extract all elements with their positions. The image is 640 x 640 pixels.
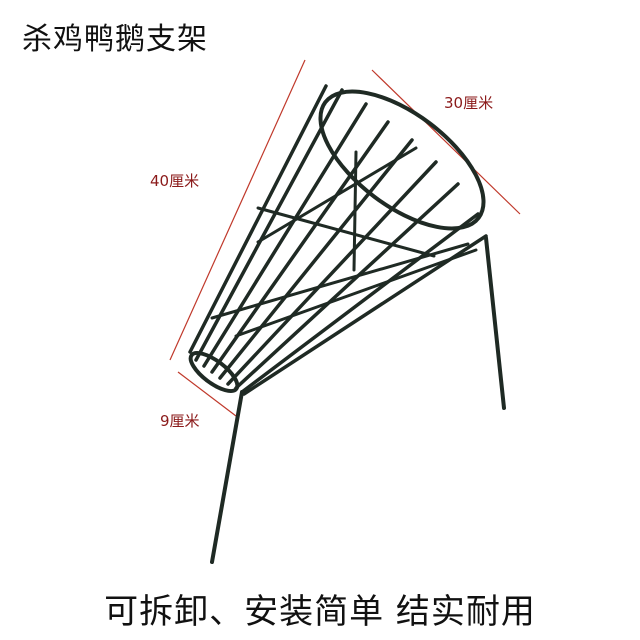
dimension-line-30 — [371, 69, 521, 215]
dimension-line-9 — [177, 371, 237, 417]
dimension-label-top-diameter: 30厘米 — [444, 94, 494, 112]
product-slogan: 可拆卸、安装简单 结实耐用 — [104, 592, 536, 632]
dimension-lines — [169, 59, 521, 417]
cone-ribs — [188, 84, 488, 396]
dimension-line-40 — [169, 59, 306, 361]
leg-right — [484, 236, 506, 410]
dimension-label-bottom-diameter: 9厘米 — [160, 412, 200, 430]
product-title: 杀鸡鸭鹅支架 — [22, 22, 208, 57]
leg-left — [210, 390, 244, 564]
top-rim — [318, 89, 486, 231]
metal-frame — [188, 84, 506, 564]
cross-struts — [210, 146, 478, 338]
dimension-label-length: 40厘米 — [150, 172, 200, 190]
stand-legs — [210, 236, 506, 564]
